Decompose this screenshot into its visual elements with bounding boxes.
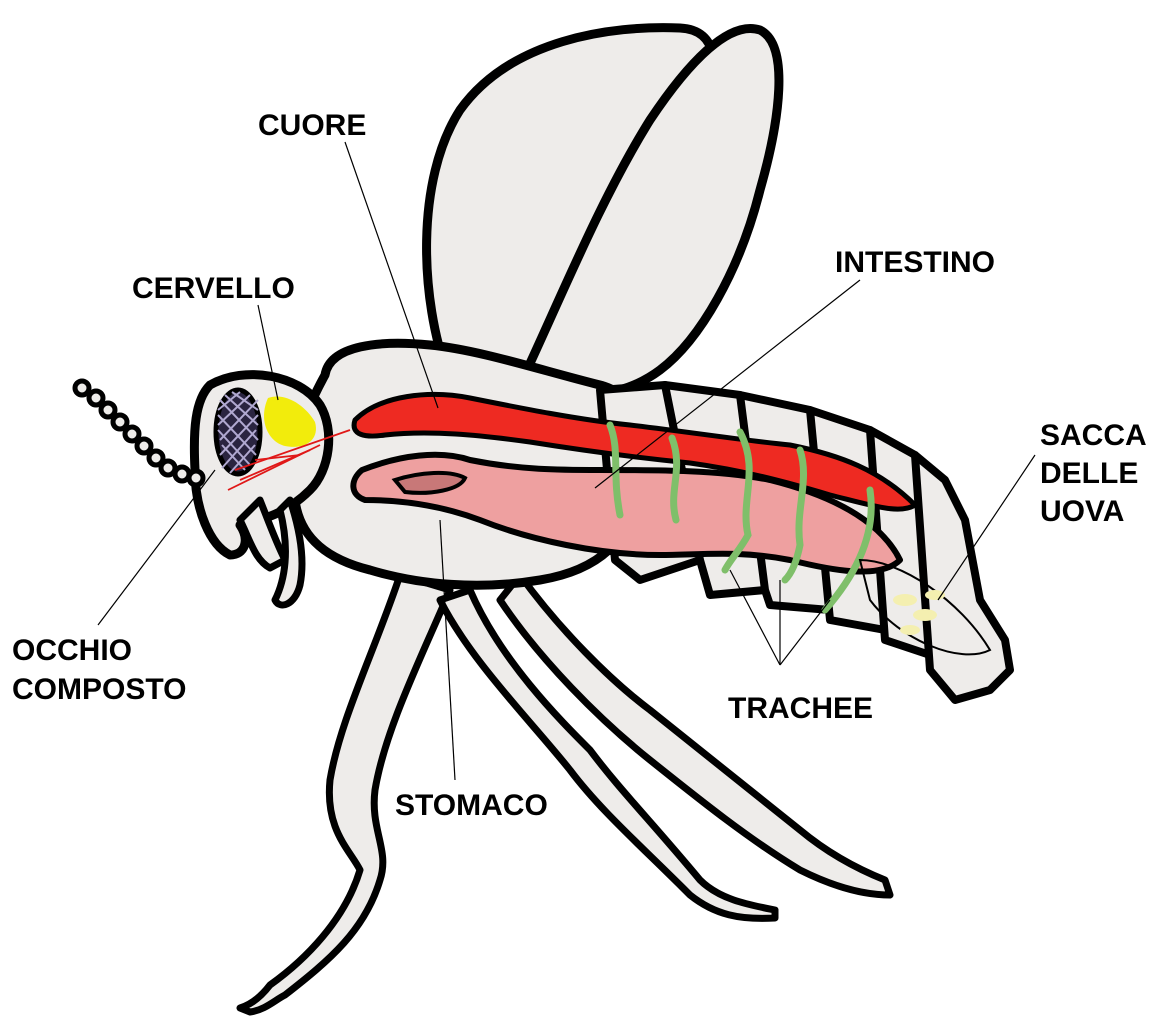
label-sacca-1: SACCA [1040, 419, 1147, 452]
antenna [75, 381, 203, 485]
legs [240, 575, 890, 1012]
compound-eye [216, 390, 260, 474]
leader-occhio [98, 470, 215, 625]
label-occhio-1: OCCHIO [12, 634, 132, 667]
label-cervello: CERVELLO [132, 272, 295, 305]
label-cuore: CUORE [258, 109, 366, 142]
label-stomaco: STOMACO [395, 789, 548, 822]
label-sacca-3: UOVA [1040, 495, 1124, 528]
label-intestino: INTESTINO [835, 246, 995, 279]
leg-middle [440, 590, 775, 918]
label-sacca-2: DELLE [1040, 457, 1138, 490]
label-occhio-2: COMPOSTO [12, 673, 186, 706]
label-trachee: TRACHEE [728, 692, 873, 725]
